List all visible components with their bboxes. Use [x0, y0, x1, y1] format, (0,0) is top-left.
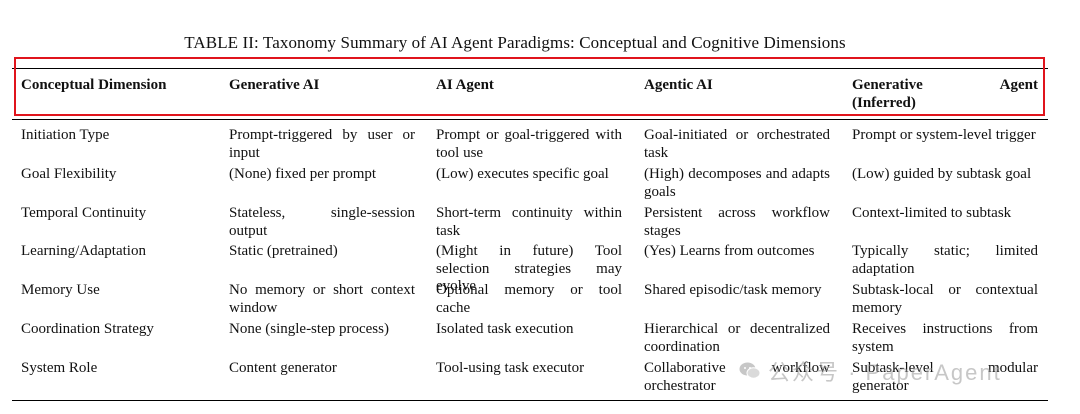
- header-ai-agent: AI Agent: [436, 77, 494, 93]
- header-agentic-ai: Agentic AI: [644, 77, 713, 93]
- table-top-rule: [12, 68, 1048, 70]
- table-cell: Collaborative workflow orchestrator: [644, 360, 830, 394]
- table-cell: Hierarchical or decentralized coordinati…: [644, 321, 830, 355]
- table-cell: Shared episodic/task memory: [644, 282, 822, 298]
- row-label: Initiation Type: [21, 127, 110, 143]
- header-conceptual-dimension: Conceptual Dimension: [21, 77, 167, 93]
- row-label: System Role: [21, 360, 98, 376]
- table-cell: (None) fixed per prompt: [229, 166, 377, 182]
- table-cell: Typically static; limited adaptation: [852, 243, 1038, 277]
- row-label: Memory Use: [21, 282, 100, 298]
- table-cell: Tool-using task executor: [436, 360, 585, 376]
- table-cell: Static (pretrained): [229, 243, 338, 259]
- table-cell: Optional memory or tool cache: [436, 282, 622, 316]
- table-cell: (Might in future) Tool selection strateg…: [436, 243, 622, 294]
- table-cell: Prompt or system-level trigger: [852, 127, 1036, 143]
- header-generative-ai: Generative AI: [229, 77, 320, 93]
- row-label: Learning/Adaptation: [21, 243, 146, 259]
- table-cell: No memory or short context window: [229, 282, 415, 316]
- table-cell: (Low) executes specific goal: [436, 166, 609, 182]
- table-cell: Prompt or goal-triggered with tool use: [436, 127, 622, 161]
- table-cell: (Low) guided by subtask goal: [852, 166, 1032, 182]
- table-cell: Context-limited to subtask: [852, 205, 1012, 221]
- row-label: Temporal Continuity: [21, 205, 147, 221]
- table-cell: Receives instructions from system: [852, 321, 1038, 355]
- header-highlight-box: [14, 57, 1045, 116]
- table-cell: Content generator: [229, 360, 337, 376]
- table-cell: Subtask-level modular generator: [852, 360, 1038, 394]
- table-bottom-rule: [12, 400, 1048, 402]
- table-cell: Prompt-triggered by user or input: [229, 127, 415, 161]
- table-cell: Subtask-local or contextual memory: [852, 282, 1038, 316]
- table-cell: (Yes) Learns from outcomes: [644, 243, 815, 259]
- table-cell: Goal-initiated or orchestrated task: [644, 127, 830, 161]
- table-cell: Persistent across workflow stages: [644, 205, 830, 239]
- table-caption: TABLE II: Taxonomy Summary of AI Agent P…: [184, 33, 846, 52]
- table-header-rule: [12, 119, 1048, 120]
- table-cell: Short-term continuity within task: [436, 205, 622, 239]
- table-cell: (High) decomposes and adapts goals: [644, 166, 830, 200]
- table-cell: Isolated task execution: [436, 321, 574, 337]
- table-cell: None (single-step process): [229, 321, 389, 337]
- row-label: Coordination Strategy: [21, 321, 154, 337]
- row-label: Goal Flexibility: [21, 166, 117, 182]
- table-cell: Stateless, single-session output: [229, 205, 415, 239]
